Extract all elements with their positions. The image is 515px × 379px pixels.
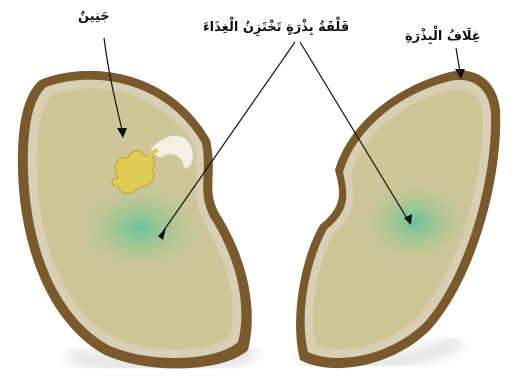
label-embryo: جَنِينٌ (78, 10, 110, 23)
label-seed-coat: غِلَافُ الْبِذْرَةِ (405, 30, 481, 43)
leader-seed-coat (456, 48, 460, 72)
right-seed-half (296, 71, 500, 368)
left-seed-half (18, 71, 252, 368)
label-cotyledon: فَلْقَةُ بِذْرَةٍ تَخْتَزِنُ الْغِذَاءَ (203, 21, 349, 34)
right-food-storage (355, 177, 475, 267)
